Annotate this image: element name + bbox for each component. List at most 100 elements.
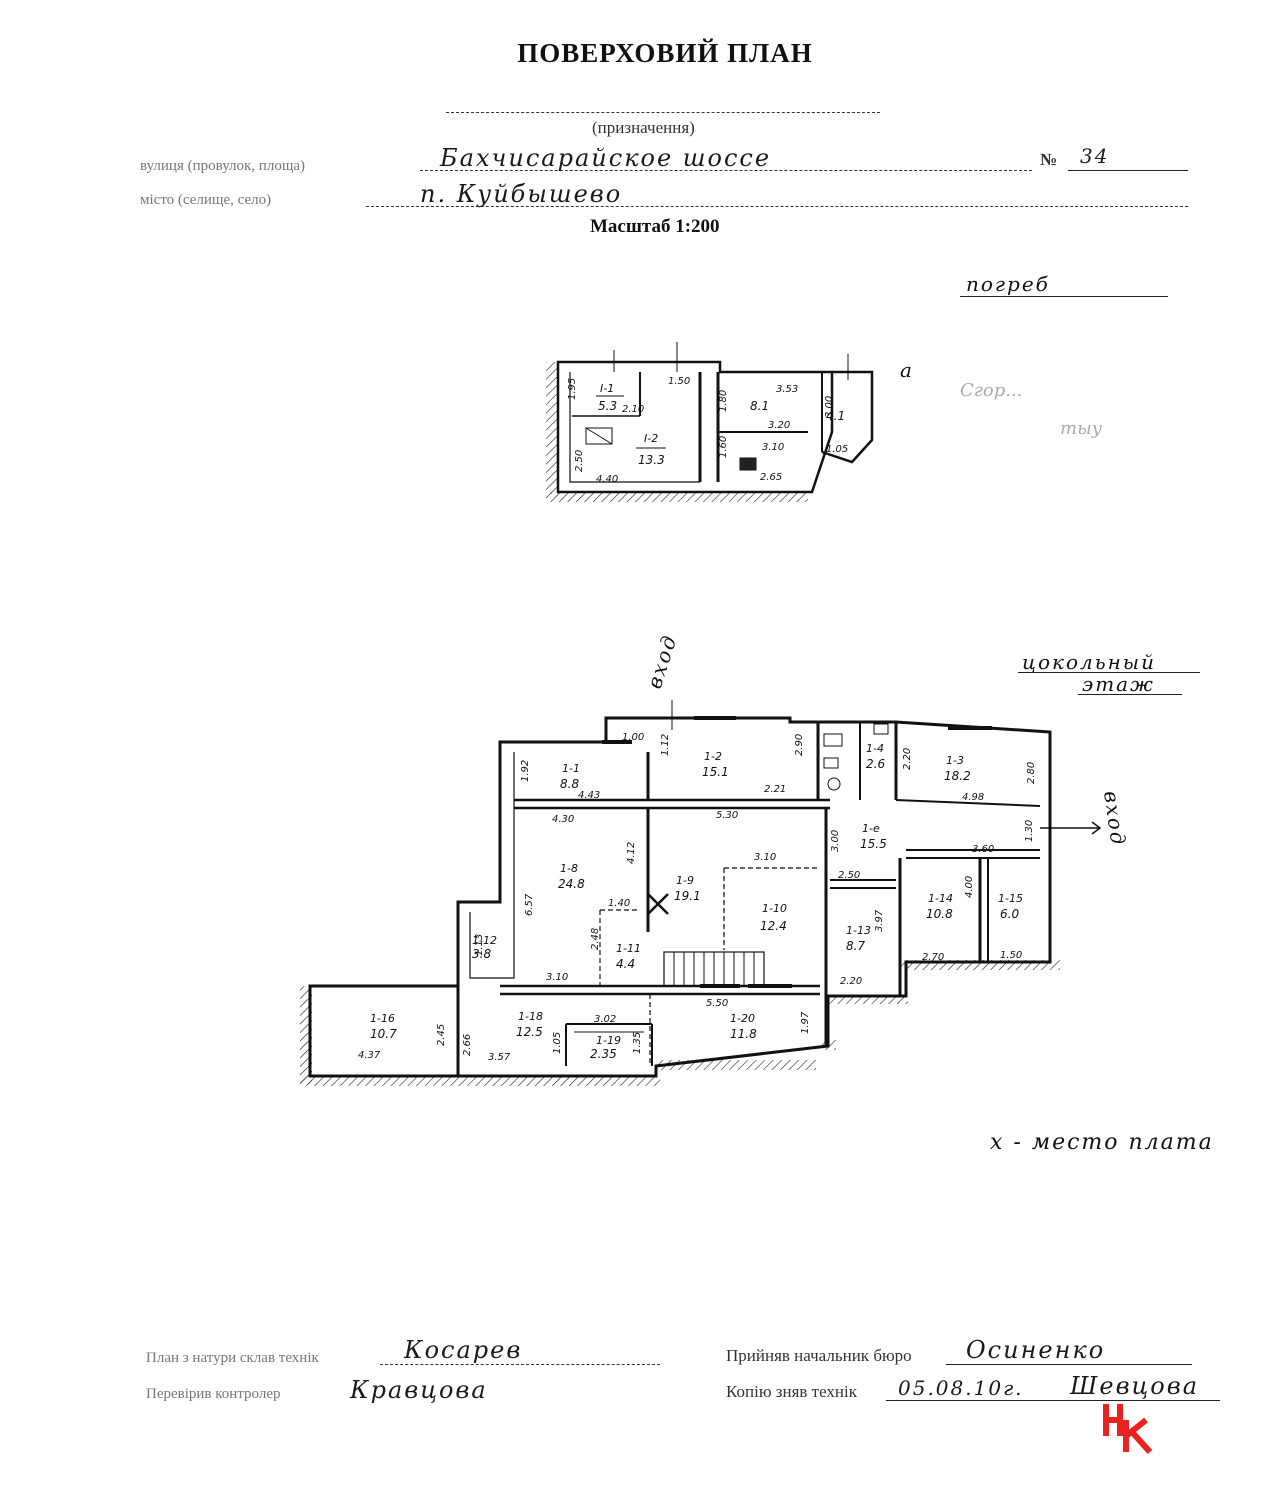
cellar-dim-2: 2.10 <box>622 404 644 415</box>
cellar-room-1-id: I-1 <box>600 382 614 395</box>
dim-14: 3.00 <box>830 830 841 852</box>
dim-8: 2.80 <box>1026 762 1037 784</box>
dim-30: 2.45 <box>436 1024 447 1046</box>
cellar-room-1-area: 5.3 <box>598 399 617 413</box>
dim-13: 3.10 <box>754 852 776 863</box>
room-1-3-id: 1-3 <box>946 754 964 767</box>
dim-4: 4.43 <box>578 790 600 801</box>
cellar-dim-4: 1.80 <box>718 390 729 412</box>
ground-floor-labels: вход вход 1-1 8.8 1-2 15.1 1-3 18.2 1-4 … <box>358 631 1131 1063</box>
cellar-caption: погреб <box>966 272 1050 296</box>
cellar-room-2-id: I-2 <box>644 432 658 445</box>
room-1-e-area: 15.5 <box>860 837 887 851</box>
dim-22: 3.97 <box>874 909 885 932</box>
cellar-caption-line <box>960 296 1168 297</box>
cellar-dim-8: 4.40 <box>596 474 618 485</box>
dim-26: 3.10 <box>546 972 568 983</box>
cellar-side-mark: а <box>900 358 914 382</box>
cellar-dim-10: 3.10 <box>762 442 784 453</box>
dim-24: 1.50 <box>1000 950 1022 961</box>
dim-5: 2.90 <box>794 734 805 756</box>
room-1-10-area: 12.4 <box>760 919 787 933</box>
footer-right-2-label: Копію зняв технік <box>726 1382 858 1401</box>
dim-11: 5.30 <box>716 810 738 821</box>
footer-right-2-line <box>886 1400 1220 1401</box>
footer-right-1-line <box>946 1364 1192 1365</box>
room-1-2-area: 15.1 <box>702 765 729 779</box>
purpose-caption: (призначення) <box>592 118 695 137</box>
street-value: Бахчисарайское шоссе <box>440 144 772 172</box>
purpose-line <box>446 112 880 113</box>
city-value: п. Куйбышево <box>420 180 623 208</box>
ground-floor-caption-1: цокольный <box>1022 650 1156 674</box>
footer-right-2-date: 05.08.10г. <box>898 1376 1024 1400</box>
cellar-dim-13: 1.05 <box>826 444 848 455</box>
room-1-4-area: 2.6 <box>866 757 885 771</box>
room-1-11-area: 4.4 <box>616 957 635 971</box>
scale-label: Масштаб 1:200 <box>590 216 720 237</box>
room-1-15-id: 1-15 <box>998 892 1023 905</box>
footer-left-1-value: Косарев <box>404 1336 523 1364</box>
dim-12: 4.12 <box>626 842 637 864</box>
cellar-room-4-area: 4.1 <box>826 409 845 423</box>
dim-27: 5.50 <box>706 998 728 1009</box>
cellar-dim-1: 1.95 <box>567 378 578 400</box>
dim-23: 2.70 <box>922 952 944 963</box>
footer-left-2-value: Кравцова <box>350 1376 488 1404</box>
street-label: вулиця (провулок, площа) <box>140 158 306 174</box>
entrance-label-2: вход <box>1099 789 1131 847</box>
cellar-dim-6: 3.20 <box>768 420 790 431</box>
room-1-20-area: 11.8 <box>730 1027 757 1041</box>
room-1-14-id: 1-14 <box>928 892 953 905</box>
room-1-1-area: 8.8 <box>560 777 579 791</box>
dim-33: 1.05 <box>552 1032 563 1054</box>
room-1-9-area: 19.1 <box>674 889 701 903</box>
room-1-3-area: 18.2 <box>944 769 971 783</box>
dim-10: 4.30 <box>552 814 574 825</box>
dim-15: 1.30 <box>1024 820 1035 842</box>
footer-left-1-label: План з натури склав технік <box>146 1350 319 1366</box>
dim-21: 2.48 <box>590 928 601 950</box>
room-1-15-area: 6.0 <box>1000 907 1019 921</box>
room-1-19-id: 1-19 <box>596 1034 621 1047</box>
dim-31: 2.66 <box>462 1034 473 1056</box>
cellar-dim-3: 1.50 <box>668 376 690 387</box>
room-1-13-id: 1-13 <box>846 924 871 937</box>
footer-left-2-label: Перевірив контролер <box>146 1386 281 1402</box>
number-label: № <box>1040 150 1058 169</box>
ground-floor-caption-2: этаж <box>1082 672 1155 696</box>
ground-floor-caption-line-1 <box>1018 672 1200 673</box>
number-value: 34 <box>1080 144 1110 168</box>
dim-36: 1.13 <box>474 934 485 956</box>
dim-1: 1.00 <box>622 732 644 743</box>
dim-34: 1.35 <box>632 1032 643 1054</box>
faint-note-2: тыу <box>1060 418 1103 439</box>
dim-6: 2.21 <box>764 784 786 795</box>
room-1-18-id: 1-18 <box>518 1010 543 1023</box>
room-1-13-area: 8.7 <box>846 939 865 953</box>
room-1-1-id: 1-1 <box>562 762 580 775</box>
cellar-dim-5: 3.53 <box>776 384 798 395</box>
cellar-room-3-area: 8.1 <box>750 399 769 413</box>
dim-25: 2.20 <box>840 976 862 987</box>
cellar-dim-9: 1.60 <box>718 436 729 458</box>
room-1-12-area: 3.8 <box>472 947 491 961</box>
room-1-2-id: 1-2 <box>704 750 722 763</box>
dim-9: 4.98 <box>962 792 984 803</box>
room-1-16-area: 10.7 <box>370 1027 397 1041</box>
room-1-e-id: 1-e <box>862 822 880 835</box>
dim-28: 3.02 <box>594 1014 616 1025</box>
city-line <box>366 206 1188 207</box>
room-1-8-id: 1-8 <box>560 862 578 875</box>
room-1-9-id: 1-9 <box>676 874 694 887</box>
dim-7: 2.20 <box>902 748 913 770</box>
dim-17: 2.50 <box>838 870 860 881</box>
room-1-8-area: 24.8 <box>558 877 585 891</box>
room-1-12-id: 1-12 <box>472 934 497 947</box>
city-label: місто (селище, село) <box>140 192 272 208</box>
dim-32: 3.57 <box>488 1052 511 1063</box>
footer-right-2-value: Шевцова <box>1070 1372 1200 1400</box>
street-line <box>420 170 1032 171</box>
